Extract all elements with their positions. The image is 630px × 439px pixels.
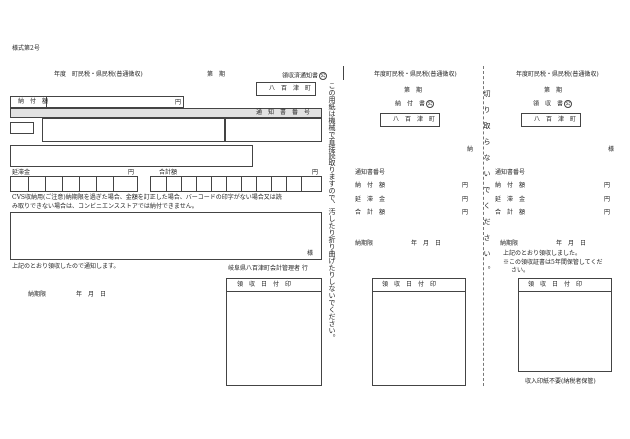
shaded-strip (10, 108, 322, 118)
main-deadline-date: 年 月 日 (76, 291, 107, 298)
slip-notification-number-label: 通知書番号 (355, 169, 386, 176)
treasurer: 岐阜県八百津町会計管理者 行 (228, 265, 308, 272)
received-notice: 上記のとおり領収したので通知します。 (12, 263, 120, 270)
receipt-deadline-label: 納期限 (500, 240, 519, 247)
seal-icon: 公 (426, 100, 435, 108)
small-field[interactable] (10, 122, 34, 134)
payment-amount-yen: 円 (175, 99, 182, 106)
slip-late-fee-label: 延 滞 金 (355, 196, 386, 203)
slip-total-label: 合 計 額 (355, 209, 386, 216)
slip-payment-yen: 円 (462, 182, 469, 189)
slip-town-box: 八 百 津 町 (380, 113, 440, 127)
receipt-deadline-date: 年 月 日 (556, 240, 587, 247)
cvs-notice-line1: CVS収納用(ご注意)納期限を過ぎた場合、金額を訂正した場合、バーコードの印字が… (12, 194, 282, 201)
receipt-stamp-header: 領 収 日 付 印 (528, 281, 583, 288)
receipt-late-fee-yen: 円 (604, 196, 611, 203)
main-title: 年度 町民税・県民税(普通徴収) (54, 71, 143, 78)
slip-late-fee-yen: 円 (462, 196, 469, 203)
receipt-notification-number-label: 通知書番号 (495, 169, 526, 176)
notification-number-label: 通 知 書 番 号 (256, 109, 311, 116)
payment-amount-row (10, 96, 184, 108)
payer-sama: 様 (307, 250, 314, 257)
receipt-town: 八 百 津 町 (534, 116, 577, 123)
slip-town: 八 百 津 町 (393, 116, 436, 123)
receipt-payment-yen: 円 (604, 182, 611, 189)
main-stamp-header: 領 収 日 付 印 (237, 281, 292, 288)
slip-stamp-header: 領 収 日 付 印 (382, 281, 437, 288)
notification-number-field[interactable] (225, 118, 322, 142)
total-yen: 円 (312, 169, 319, 176)
receipt-late-fee-label: 延 滞 金 (495, 196, 526, 203)
receipt-sama: 様 (608, 146, 615, 153)
cut-warning: 切り取らないでください。 (483, 90, 491, 282)
seal-icon: 公 (319, 72, 328, 80)
receipt-received-line2: ※この領収証書は5年間保管してくだ (503, 259, 603, 266)
machine-read-warning: この用紙は機械で直接読取りますので、汚したり折り曲げたりしないでください。 (328, 82, 336, 341)
slip-stamp-box: 領 収 日 付 印 (372, 278, 466, 386)
late-fee-yen: 円 (128, 169, 135, 176)
address-field[interactable] (10, 145, 253, 167)
main-town: 八 百 津 町 (269, 85, 312, 92)
receipt-period: 第 期 (544, 87, 563, 94)
slip-period: 第 期 (404, 87, 423, 94)
slip-name: 納 付 書公 (395, 100, 435, 108)
receipt-payment-amount-label: 納 付 額 (495, 182, 526, 189)
main-deadline-label: 納期限 (28, 291, 47, 298)
total-label: 合計額 (159, 169, 178, 176)
late-fee-label: 延滞金 (12, 169, 31, 176)
main-period: 第 期 (207, 71, 226, 78)
slip-deadline-date: 年 月 日 (411, 240, 442, 247)
slip-total-yen: 円 (462, 209, 469, 216)
seal-icon: 公 (564, 100, 573, 108)
receipt-title: 年度町民税・県民税(普通徴収) (516, 71, 599, 78)
slip-title: 年度町民税・県民税(普通徴収) (374, 71, 457, 78)
receipt-town-box: 八 百 津 町 (521, 113, 581, 127)
cvs-notice-line2: み取りできない場合は、コンビニエンスストアでは納付できません。 (12, 203, 198, 210)
receipt-received-line1: 上記のとおり領収しました。 (503, 250, 582, 257)
receipt-name: 領 収 書公 (533, 100, 573, 108)
taxpayer-name-field[interactable] (42, 118, 225, 142)
receipt-stamp-note: 収入印紙不要(納税者保管) (525, 378, 596, 385)
receipt-total-yen: 円 (604, 209, 611, 216)
slip-payment-amount-label: 納 付 額 (355, 182, 386, 189)
receipt-received-line3: さい。 (511, 267, 530, 274)
receipt-total-label: 合 計 額 (495, 209, 526, 216)
form-number: 様式第2号 (12, 45, 40, 52)
payment-amount-label: 納 付 額 (18, 98, 49, 105)
late-fee-digits[interactable] (10, 176, 138, 192)
payer-box[interactable]: 様 (10, 212, 322, 260)
total-digits[interactable] (150, 176, 322, 192)
main-town-box: 八 百 津 町 (256, 82, 316, 96)
receipt-stamp-box: 領 収 日 付 印 (518, 278, 612, 372)
main-notice-title: 領収済通知書公 (282, 72, 328, 80)
slip-nou: 納 (467, 146, 474, 153)
main-stamp-box: 領 収 日 付 印 (226, 278, 322, 386)
slip-deadline-label: 納期限 (355, 240, 374, 247)
